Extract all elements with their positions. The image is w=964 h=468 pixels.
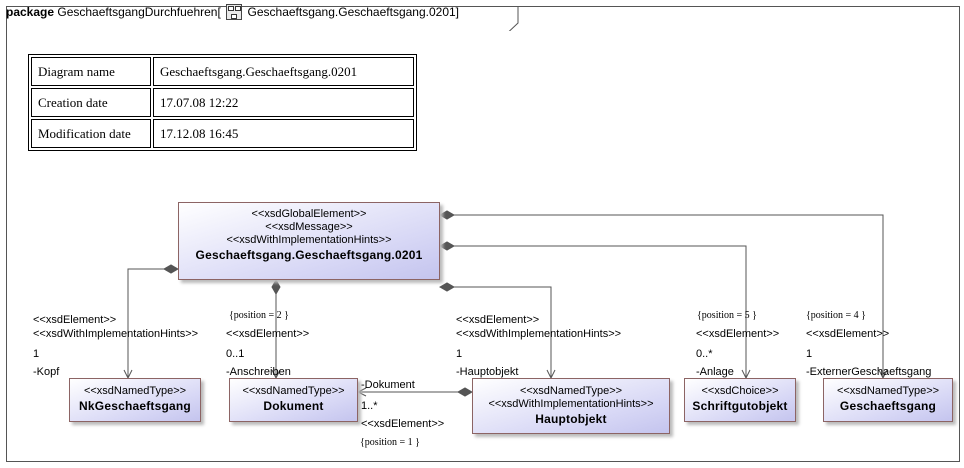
assoc-anlage-position: {position = 5 } xyxy=(697,310,757,321)
assoc-kopf-role: -Kopf xyxy=(33,366,60,378)
table-row: Creation date 17.07.08 12:22 xyxy=(31,88,414,117)
assoc-externer-multiplicity: 1 xyxy=(806,348,813,360)
class-dokument[interactable]: <<xsdNamedType>> Dokument xyxy=(229,378,358,422)
assoc-hauptobjekt xyxy=(440,286,552,378)
stereotype-label: <<xsdWithImplementationHints>> xyxy=(226,234,392,246)
assoc-externer-role: -ExternerGeschaeftsgang xyxy=(806,366,932,378)
aggregation-diamond xyxy=(271,278,281,296)
class-geschaeftsgang[interactable]: <<xsdNamedType>> Geschaeftsgang xyxy=(823,378,953,422)
table-cell-label: Creation date xyxy=(31,88,151,117)
diagram-info-table: Diagram name Geschaeftsgang.Geschaeftsga… xyxy=(28,54,417,151)
assoc-anlage-stereotype: <<xsdElement>> xyxy=(696,328,780,340)
assoc-anlage-multiplicity: 0..* xyxy=(696,348,713,360)
assoc-dokument-role: -Dokument xyxy=(361,379,415,391)
table-row: Diagram name Geschaeftsgang.Geschaeftsga… xyxy=(31,57,414,86)
class-name: NkGeschaeftsgang xyxy=(79,399,191,413)
class-name: Geschaeftsgang xyxy=(839,399,937,413)
assoc-kopf-stereotype: <<xsdElement>> xyxy=(33,314,117,326)
stereotype-label: <<xsdNamedType>> xyxy=(83,385,187,397)
assoc-kopf-multiplicity: 1 xyxy=(33,348,40,360)
class-diagram-icon xyxy=(226,4,243,20)
package-keyword: package xyxy=(6,5,55,19)
table-cell-value: Geschaeftsgang.Geschaeftsgang.0201 xyxy=(153,57,414,86)
assoc-externer-position: {position = 4 } xyxy=(806,310,866,321)
stereotype-label: <<xsdNamedType>> xyxy=(242,385,345,397)
class-name: Dokument xyxy=(263,399,324,413)
close-bracket: ] xyxy=(455,5,460,19)
stereotype-label: <<xsdGlobalElement>> xyxy=(251,208,367,220)
aggregation-diamond xyxy=(456,387,474,397)
assoc-hauptobjekt-stereotype: <<xsdElement>> xyxy=(456,314,540,326)
class-hauptobjekt[interactable]: <<xsdNamedType>> <<xsdWithImplementation… xyxy=(472,378,670,434)
assoc-anlage xyxy=(440,245,747,378)
table-cell-label: Modification date xyxy=(31,119,151,148)
assoc-anschreiben-role: -Anschreiben xyxy=(226,366,291,378)
assoc-dokument-multiplicity: 1..* xyxy=(361,400,378,412)
class-nkgeschaeftsgang[interactable]: <<xsdNamedType>> NkGeschaeftsgang xyxy=(69,378,201,422)
stereotype-label: <<xsdNamedType>> xyxy=(836,385,940,397)
class-geschaeftsgang-0201[interactable]: <<xsdGlobalElement>> <<xsdMessage>> <<xs… xyxy=(178,202,440,280)
class-schriftgutobjekt[interactable]: <<xsdChoice>> Schriftgutobjekt xyxy=(684,378,796,422)
aggregation-diamond xyxy=(162,264,180,274)
class-name: Schriftgutobjekt xyxy=(692,399,788,413)
package-tab xyxy=(6,6,519,31)
aggregation-diamond xyxy=(438,282,456,292)
aggregation-diamond xyxy=(438,241,456,251)
table-cell-value: 17.12.08 16:45 xyxy=(153,119,414,148)
arrow-head xyxy=(356,387,367,397)
assoc-externer xyxy=(440,214,884,378)
assoc-anschreiben-stereotype: <<xsdElement>> xyxy=(226,328,310,340)
assoc-anschreiben-position: {position = 2 } xyxy=(229,310,289,321)
table-cell-value: 17.07.08 12:22 xyxy=(153,88,414,117)
table-cell-label: Diagram name xyxy=(31,57,151,86)
table-row: Modification date 17.12.08 16:45 xyxy=(31,119,414,148)
assoc-dokument-stereotype: <<xsdElement>> xyxy=(361,418,445,430)
assoc-anschreiben-multiplicity: 0..1 xyxy=(226,348,245,360)
assoc-hauptobjekt-role: -Hauptobjekt xyxy=(456,366,519,378)
assoc-anlage-role: -Anlage xyxy=(696,366,734,378)
diagram-name: Geschaeftsgang.Geschaeftsgang.0201 xyxy=(247,5,456,19)
assoc-kopf xyxy=(127,268,178,378)
open-bracket: [ xyxy=(217,5,221,19)
stereotype-label: <<xsdChoice>> xyxy=(701,385,779,397)
class-name: Hauptobjekt xyxy=(535,412,607,426)
assoc-dokument-position: {position = 1 } xyxy=(360,437,420,448)
assoc-externer-stereotype: <<xsdElement>> xyxy=(806,328,890,340)
assoc-hauptobjekt-stereotype: <<xsdWithImplementationHints>> xyxy=(456,328,622,340)
stereotype-label: <<xsdNamedType>> xyxy=(519,385,623,397)
stereotype-label: <<xsdWithImplementationHints>> xyxy=(488,398,654,410)
assoc-hauptobjekt-multiplicity: 1 xyxy=(456,348,463,360)
class-name: Geschaeftsgang.Geschaeftsgang.0201 xyxy=(195,248,423,262)
package-header: package GeschaeftsgangDurchfuehren[ Gesc… xyxy=(6,4,459,20)
assoc-kopf-stereotype: <<xsdWithImplementationHints>> xyxy=(33,328,199,340)
package-name: GeschaeftsgangDurchfuehren xyxy=(57,5,218,19)
aggregation-diamond xyxy=(438,210,456,220)
stereotype-label: <<xsdMessage>> xyxy=(265,221,353,233)
